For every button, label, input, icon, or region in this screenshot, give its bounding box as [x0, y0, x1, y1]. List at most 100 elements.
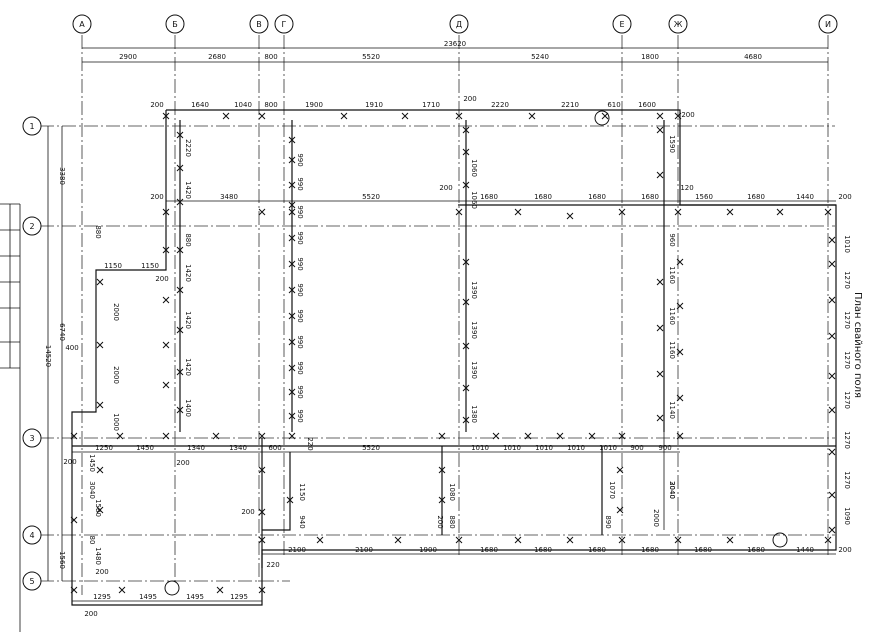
pile-marker — [528, 112, 536, 120]
svg-text:990: 990 — [296, 385, 304, 398]
left-chain: 3380 6740 14520 1450 3040 1560 — [44, 126, 96, 581]
pile-markers — [70, 112, 836, 594]
pile-marker — [828, 296, 836, 304]
pile-marker — [656, 171, 664, 179]
pile-marker — [656, 112, 664, 120]
svg-text:1640: 1640 — [191, 101, 209, 109]
row3-chain: 1250 1450 1340 1340 600 5520 1010 1010 1… — [72, 444, 680, 453]
svg-text:1010: 1010 — [503, 444, 521, 452]
pile-marker — [258, 536, 266, 544]
svg-text:990: 990 — [296, 257, 304, 270]
row2-chain: 200 3480 5520 200 1680 1680 1680 1680 12… — [150, 184, 852, 202]
svg-text:4680: 4680 — [744, 53, 762, 61]
svg-text:2100: 2100 — [355, 546, 373, 554]
pile-marker — [588, 432, 596, 440]
axis-bubble-G: Г — [274, 14, 294, 34]
pile-marker — [462, 342, 470, 350]
svg-text:5520: 5520 — [362, 193, 380, 201]
pile-marker — [176, 246, 184, 254]
svg-text:1590: 1590 — [668, 135, 676, 153]
svg-text:610: 610 — [607, 101, 620, 109]
pile-marker — [676, 432, 684, 440]
pile-marker — [286, 496, 294, 504]
svg-text:1270: 1270 — [843, 391, 851, 409]
pile-marker — [656, 414, 664, 422]
pile-marker — [616, 506, 624, 514]
svg-text:3040: 3040 — [668, 481, 676, 499]
svg-text:220: 220 — [306, 437, 314, 450]
pile-marker — [176, 164, 184, 172]
svg-text:990: 990 — [296, 153, 304, 166]
svg-text:14520: 14520 — [44, 345, 52, 367]
pile-marker — [455, 536, 463, 544]
pile-marker — [656, 126, 664, 134]
misc-dimension-labels: 1150 1150 2000 2000 400 1000 200 200 200… — [63, 225, 676, 618]
svg-text:1560: 1560 — [58, 551, 66, 569]
svg-text:3040: 3040 — [88, 481, 96, 499]
svg-text:1420: 1420 — [184, 181, 192, 199]
pile-marker — [514, 536, 522, 544]
pile-marker — [116, 432, 124, 440]
svg-text:2000: 2000 — [112, 366, 120, 384]
svg-text:2100: 2100 — [288, 546, 306, 554]
svg-text:1420: 1420 — [184, 311, 192, 329]
svg-text:1680: 1680 — [534, 193, 552, 201]
pile-marker — [288, 156, 296, 164]
svg-text:1060: 1060 — [470, 191, 478, 209]
svg-text:1480: 1480 — [94, 547, 102, 565]
svg-text:1150: 1150 — [298, 483, 306, 501]
pile-marker — [394, 536, 402, 544]
pile-marker — [162, 341, 170, 349]
top-chain-dimension: 2900 2680 800 5520 5240 1800 4680 — [82, 53, 828, 63]
svg-text:1680: 1680 — [747, 193, 765, 201]
svg-text:2220: 2220 — [184, 139, 192, 157]
svg-text:4: 4 — [29, 531, 34, 540]
svg-text:Д: Д — [456, 20, 462, 29]
svg-text:900: 900 — [630, 444, 643, 452]
pile-marker — [726, 208, 734, 216]
pile-marker — [828, 372, 836, 380]
svg-text:1295: 1295 — [93, 593, 111, 601]
pile-marker — [162, 246, 170, 254]
svg-text:1390: 1390 — [470, 281, 478, 299]
pile-marker — [656, 324, 664, 332]
svg-text:1270: 1270 — [843, 431, 851, 449]
pile-marker — [618, 536, 626, 544]
pile-marker — [316, 536, 324, 544]
pile-marker — [222, 112, 230, 120]
svg-text:1400: 1400 — [184, 399, 192, 417]
svg-text:1900: 1900 — [305, 101, 323, 109]
pile-marker — [462, 126, 470, 134]
pile-marker — [556, 432, 564, 440]
svg-text:1060: 1060 — [470, 159, 478, 177]
svg-text:1: 1 — [29, 122, 34, 131]
axis-bubble-A: А — [72, 14, 92, 34]
pile-marker — [462, 384, 470, 392]
pile-marker — [462, 258, 470, 266]
pile-marker — [828, 236, 836, 244]
svg-text:1340: 1340 — [187, 444, 205, 452]
svg-text:1150: 1150 — [141, 262, 159, 270]
svg-text:5: 5 — [29, 577, 34, 586]
pile-marker — [618, 432, 626, 440]
colG-chain: 990 990 990 990 990 990 990 990 990 990 … — [291, 120, 304, 432]
pile-marker — [828, 526, 836, 534]
svg-text:1070: 1070 — [608, 481, 616, 499]
pile-marker — [566, 212, 574, 220]
svg-text:2220: 2220 — [491, 101, 509, 109]
pile-marker — [162, 208, 170, 216]
svg-text:990: 990 — [296, 309, 304, 322]
pile-marker — [288, 388, 296, 396]
svg-text:990: 990 — [296, 361, 304, 374]
row-axis-bubbles: 1 2 3 4 5 — [22, 116, 42, 591]
svg-text:80: 80 — [88, 536, 96, 545]
svg-text:2900: 2900 — [119, 53, 137, 61]
pile-marker — [176, 286, 184, 294]
pile-marker — [288, 312, 296, 320]
svg-text:2040: 2040 — [668, 481, 676, 499]
svg-text:И: И — [825, 20, 831, 29]
svg-text:6740: 6740 — [58, 323, 66, 341]
svg-text:1680: 1680 — [641, 546, 659, 554]
pile-marker — [656, 278, 664, 286]
axis-bubble-4: 4 — [22, 525, 42, 545]
